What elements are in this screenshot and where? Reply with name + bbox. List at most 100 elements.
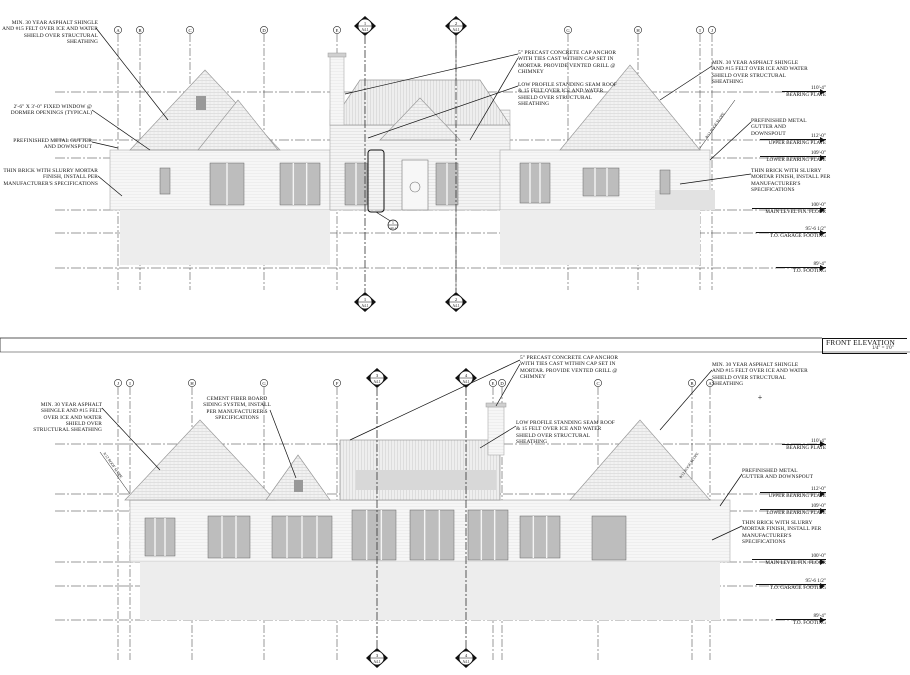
roof-slope-label-bottom: 8/12 ROOF SLOPE <box>102 452 123 480</box>
grid-bubble <box>498 379 506 387</box>
note-top-chimney-cap: 5" PRECAST CONCRETE CAP ANCHOR WITH TIES… <box>518 50 617 75</box>
window-top-a <box>159 167 171 195</box>
section-marker-number: 1 <box>364 297 367 302</box>
drawing-scale: 1/4" = 1'0" <box>872 346 894 351</box>
level-line-top-0-arrow <box>820 89 825 95</box>
grid-bubble <box>126 379 134 387</box>
detail-marker-number: 1 <box>392 221 394 225</box>
window-bottom-b <box>207 515 251 559</box>
leader-top-gutter-left <box>91 141 119 149</box>
leader-top-chimney-b <box>469 57 519 141</box>
chimney-cap-bottom <box>485 402 507 408</box>
roof-slope-label-top: 8/12 ROOF SLOPE <box>705 111 726 139</box>
section-marker-number: 4 <box>465 653 468 658</box>
grid-label-D-6: D <box>500 381 504 386</box>
grid-label-D-3: D <box>262 28 266 33</box>
leader-top-dormer <box>91 109 151 151</box>
section-marker-ref: A4.1 <box>462 660 469 664</box>
grid-label-C-2: C <box>188 28 191 33</box>
grid-bubble <box>136 26 144 34</box>
window-top-h <box>659 169 671 195</box>
leader-bottom-chimney-a <box>349 359 521 441</box>
level-bottom-garage-footing: 95'-6 1/2"T.O. GARAGE FOOTING <box>756 578 826 591</box>
window-top-g <box>582 167 620 197</box>
window-bottom-e <box>409 509 455 561</box>
window-bottom-a <box>144 517 176 557</box>
level-top-upper-bearing: 112'-0"UPPER BEARING PLATE <box>760 133 826 146</box>
grid-bubble <box>188 379 196 387</box>
section-marker-number: 4 <box>465 373 468 378</box>
grid-bubble <box>260 379 268 387</box>
section-marker-number: 3 <box>376 653 379 658</box>
level-bottom-upper-bearing: 112'-0"UPPER BEARING PLATE <box>760 486 826 499</box>
grid-label-J-9: J <box>711 28 713 33</box>
title-block <box>822 338 907 354</box>
roof-gable-left-inner <box>197 99 279 151</box>
level-line-bottom-3-arrow <box>820 559 825 565</box>
leader-top-seam <box>367 85 519 139</box>
grid-bubble <box>489 379 497 387</box>
rear-gable-right <box>569 419 711 501</box>
window-bottom-g <box>519 515 561 559</box>
window-bottom-d <box>351 509 397 561</box>
note-bottom-brick-right: THIN BRICK WITH SLURRY MORTAR FINISH, IN… <box>742 520 822 545</box>
front-door-glass <box>409 181 421 193</box>
grid-label-A-0: A <box>116 28 120 33</box>
grid-bubble <box>333 379 341 387</box>
grid-label-G-6: G <box>566 28 570 33</box>
drawing-title: FRONT ELEVATION <box>826 338 896 347</box>
front-door-frame <box>401 159 429 211</box>
grid-bubble <box>706 379 714 387</box>
leader-bottom-chimney-b <box>495 363 521 407</box>
note-top-roof-left: MIN. 30 YEAR ASPHALT SHINGLE AND #15 FEL… <box>2 20 98 45</box>
level-top-garage-footing: 95'-6 1/2"T.O. GARAGE FOOTING <box>756 226 826 239</box>
grid-label-H-2: H <box>190 381 194 386</box>
grid-bubble <box>634 26 642 34</box>
foundation-shadow-left <box>120 210 330 265</box>
foundation-shadow-right <box>500 210 700 265</box>
window-bottom-h <box>591 515 627 561</box>
leader-top-brick-right <box>679 173 752 185</box>
note-top-standing-seam: LOW PROFILE STANDING SEAM ROOF & 15 FELT… <box>518 82 617 107</box>
section-marker-ref: A4.1 <box>452 304 459 308</box>
section-marker-number: 2 <box>455 297 458 302</box>
grid-label-E-4: E <box>336 28 339 33</box>
section-marker-ref: A4.1 <box>462 380 469 384</box>
note-bottom-chimney-cap: 5" PRECAST CONCRETE CAP ANCHOR WITH TIES… <box>520 355 619 380</box>
section-marker-number: 3 <box>376 373 379 378</box>
level-top-main-floor: 100'-0"MAIN LEVEL FIN. FLOOR <box>752 202 826 215</box>
grid-label-C-7: C <box>596 381 599 386</box>
grid-bubble <box>186 26 194 34</box>
rear-gable-dormer <box>265 454 331 501</box>
note-top-gutter-left: PREFINISHED METAL GUTTER AND DOWNSPOUT <box>13 138 92 151</box>
grid-bubble <box>594 379 602 387</box>
level-line-bottom-5-arrow <box>820 617 825 623</box>
grid-label-H-7: H <box>636 28 640 33</box>
grid-bubble <box>688 379 696 387</box>
note-bottom-roof-left: MIN. 30 YEAR ASPHALT SHINGLE AND #15 FEL… <box>33 402 102 434</box>
rear-foundation-shadow <box>140 562 720 620</box>
leader-bottom-roof-left <box>101 407 161 471</box>
chimney-bottom <box>487 404 505 456</box>
level-bottom-lower-bearing: 109'-0"LOWER BEARING PLATE <box>760 503 826 516</box>
level-bottom-main-floor: 100'-0"MAIN LEVEL FIN. FLOOR <box>752 553 826 566</box>
note-bottom-standing-seam: LOW PROFILE STANDING SEAM ROOF & 15 FELT… <box>516 420 615 445</box>
level-line-top-1-arrow <box>820 137 825 143</box>
roof-slope-label-bottom-right: 8/12 ROOF SLOPE <box>679 451 700 479</box>
level-top-bearing-plate: 110'-4"BEARING PLATE <box>782 85 826 98</box>
title-divider <box>0 337 910 353</box>
grid-label-A-9: A <box>708 381 712 386</box>
note-top-gutter-right: PREFINISHED METAL GUTTER AND DOWNSPOUT <box>751 118 807 137</box>
note-top-dormer-window: 2'-6" x 3'-0" FIXED WINDOW @ DORMER OPEN… <box>10 104 92 117</box>
grid-bubble <box>114 26 122 34</box>
grid-label-E-5: E <box>492 381 495 386</box>
grid-bubble <box>114 379 122 387</box>
grid-bubble <box>564 26 572 34</box>
section-marker-number: 1 <box>364 21 367 26</box>
entry-gable <box>379 97 461 141</box>
rear-upper-windows-shadow <box>356 470 496 490</box>
dormer-window-left <box>196 96 206 110</box>
roof-gable-right <box>559 64 701 151</box>
